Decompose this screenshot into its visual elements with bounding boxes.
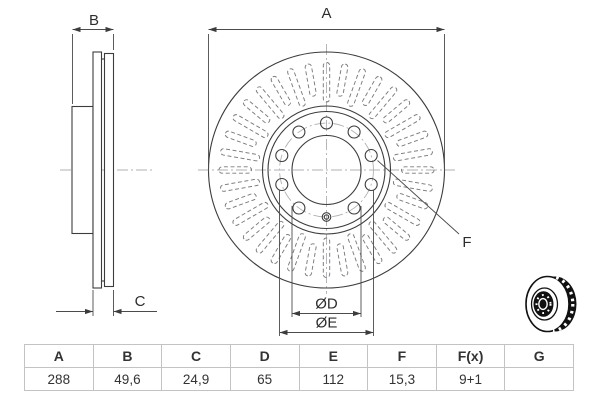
vent-slot bbox=[361, 234, 383, 265]
spec-value-f: 15,3 bbox=[367, 367, 437, 391]
vent-slot bbox=[336, 63, 349, 97]
vent-slot bbox=[220, 148, 261, 162]
vent-slot bbox=[270, 234, 292, 265]
dimension-a: A bbox=[208, 5, 445, 172]
spec-value-a: 288 bbox=[24, 367, 94, 391]
locating-hole-outer bbox=[321, 212, 332, 222]
spec-col-e: E bbox=[298, 344, 369, 368]
spec-col-f: F bbox=[367, 344, 437, 368]
vent-slot bbox=[232, 201, 269, 226]
icon-bolt-holes bbox=[535, 294, 552, 314]
front-view: A ØD ØE F bbox=[198, 5, 472, 336]
disc-plate-left bbox=[92, 51, 103, 289]
vent-slot bbox=[347, 68, 366, 107]
label-e: ØE bbox=[316, 315, 338, 332]
vent-slot bbox=[336, 243, 349, 277]
vent-slot bbox=[232, 114, 269, 139]
spec-col-c: C bbox=[161, 344, 231, 368]
brake-disc-3d-icon bbox=[525, 275, 577, 333]
vent-slot bbox=[224, 130, 257, 147]
vent-slot bbox=[255, 86, 285, 120]
vent-slot bbox=[242, 216, 271, 241]
vent-slot bbox=[304, 243, 317, 277]
spec-value-c: 24,9 bbox=[161, 367, 231, 391]
label-b: B bbox=[89, 12, 99, 29]
spec-col-g: G bbox=[504, 344, 574, 368]
vent-slot bbox=[384, 114, 421, 139]
vent-slot bbox=[368, 86, 398, 120]
bolt-hole-group bbox=[275, 116, 378, 215]
vent-slot bbox=[382, 99, 411, 124]
label-d: ØD bbox=[315, 296, 338, 313]
vent-slot bbox=[322, 62, 331, 103]
label-a: A bbox=[321, 5, 331, 22]
spec-header-row: A B C D E F F(x) G bbox=[24, 344, 574, 368]
vent-slot bbox=[322, 237, 331, 278]
hat-circle-outer bbox=[261, 105, 392, 235]
spec-value-row: 288 49,6 24,9 65 112 15,3 9+1 bbox=[24, 367, 574, 391]
bolt-circle bbox=[279, 122, 374, 218]
bolt-hole bbox=[347, 201, 361, 215]
vent-slot bbox=[392, 148, 433, 162]
vent-slot bbox=[361, 75, 383, 106]
side-view: B C bbox=[56, 12, 157, 316]
spec-value-d: 65 bbox=[229, 367, 300, 391]
label-f: F bbox=[462, 234, 471, 251]
vent-slot bbox=[304, 63, 317, 97]
bolt-hole bbox=[275, 177, 289, 192]
vent-slot bbox=[401, 166, 435, 174]
spec-value-g bbox=[504, 367, 574, 391]
dimension-c: C bbox=[56, 290, 157, 316]
vent-slot bbox=[220, 178, 261, 192]
bolt-hole bbox=[292, 125, 306, 139]
bolt-hole bbox=[275, 148, 289, 163]
icon-center-hole bbox=[538, 297, 548, 311]
spec-col-d: D bbox=[229, 344, 300, 368]
vent-slot bbox=[368, 220, 398, 254]
vent-slot bbox=[218, 166, 252, 174]
spec-col-a: A bbox=[24, 344, 94, 368]
dimension-b: B bbox=[72, 12, 114, 104]
disc-plate-right bbox=[103, 52, 115, 288]
hat-circle-inner bbox=[267, 110, 386, 230]
spec-col-fx: F(x) bbox=[435, 344, 506, 368]
vent-slot bbox=[396, 193, 429, 210]
vent-slot bbox=[347, 233, 366, 272]
vent-slot bbox=[384, 201, 421, 226]
label-c: C bbox=[135, 293, 146, 310]
icon-vent-holes bbox=[553, 275, 575, 333]
spec-col-b: B bbox=[92, 344, 163, 368]
dimension-d: ØD bbox=[291, 206, 362, 317]
bolt-hole bbox=[347, 125, 361, 139]
bolt-hole bbox=[292, 201, 306, 215]
hat-section bbox=[71, 105, 94, 235]
dimension-e: ØE bbox=[279, 190, 374, 336]
dimension-f: F bbox=[377, 160, 472, 251]
center-bore-circle bbox=[291, 134, 362, 206]
spec-value-fx: 9+1 bbox=[435, 367, 506, 391]
spec-value-e: 112 bbox=[298, 367, 369, 391]
vent-slot bbox=[287, 233, 306, 272]
f-leader-line bbox=[377, 160, 460, 235]
vent-slot bbox=[255, 220, 285, 254]
spec-value-b: 49,6 bbox=[92, 367, 163, 391]
locating-hole-inner bbox=[323, 214, 330, 220]
vent-slot bbox=[392, 178, 433, 192]
vent-slot bbox=[224, 193, 257, 210]
bolt-hole bbox=[319, 116, 334, 130]
vent-slot bbox=[396, 130, 429, 147]
vent-slot bbox=[270, 75, 292, 106]
spec-table: A B C D E F F(x) G 288 49,6 24,9 65 112 bbox=[24, 344, 574, 391]
vent-slot bbox=[287, 68, 306, 107]
bolt-hole bbox=[364, 148, 378, 163]
bolt-hole bbox=[364, 177, 378, 192]
